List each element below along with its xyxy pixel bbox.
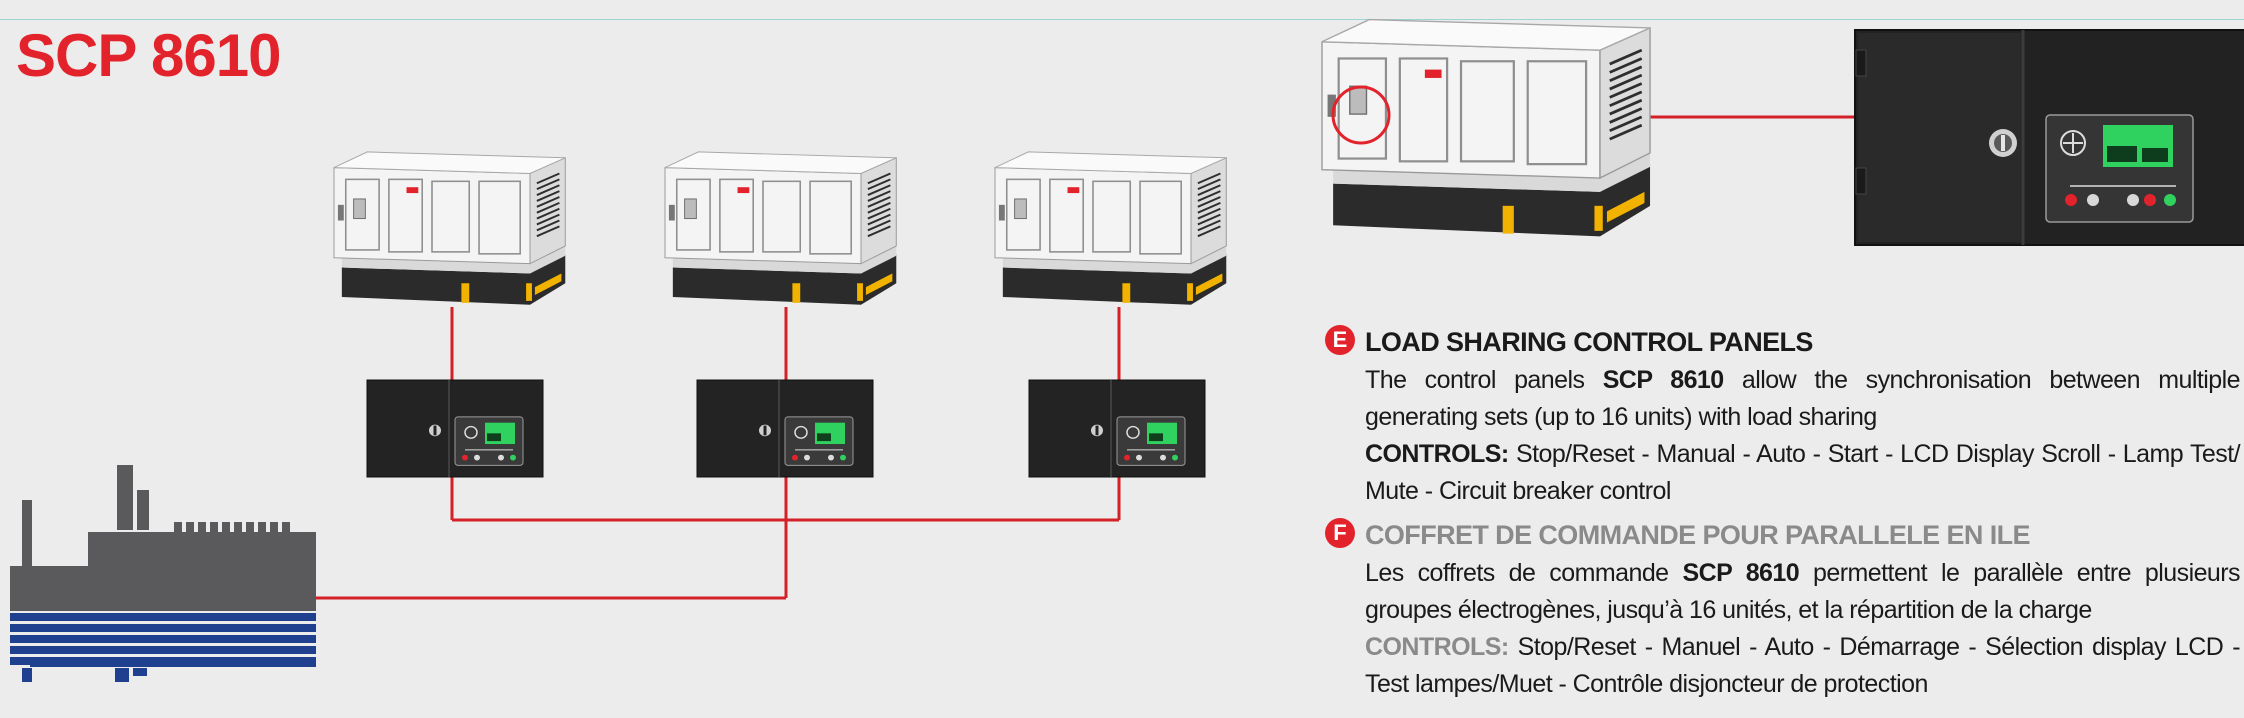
factory-base [10, 613, 316, 682]
control-panel-large [1854, 29, 2244, 246]
genset-large [1320, 18, 1652, 238]
genset-3 [994, 150, 1228, 306]
control-panel-1 [366, 379, 544, 478]
section-e-heading: LOAD SHARING CONTROL PANELS [1365, 327, 1813, 357]
top-rule [0, 19, 2244, 20]
control-panel-2 [696, 379, 874, 478]
section-f-heading: COFFRET DE COMMANDE POUR PARALLELE EN IL… [1365, 520, 2031, 550]
highlight-circle [1331, 85, 1391, 145]
section-f-description: Les coffrets de commande SCP 8610 permet… [1365, 559, 2241, 698]
genset-2 [664, 150, 898, 306]
badge-e: E [1325, 325, 1355, 355]
section-e-description: The control panels SCP 8610 allow the sy… [1365, 366, 2241, 505]
control-panel-3 [1028, 379, 1206, 478]
badge-f: F [1325, 518, 1355, 548]
factory-icon [10, 465, 316, 611]
page-title: SCP 8610 [16, 22, 281, 89]
genset-1 [333, 150, 567, 306]
